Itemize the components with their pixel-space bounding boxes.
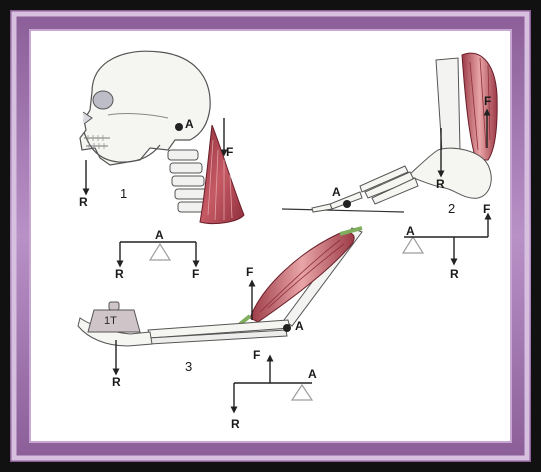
figure2-fulcrum-label: A <box>332 186 341 198</box>
figure3-weight-label: 1T <box>104 316 117 327</box>
figure2-resistance-label: R <box>436 178 445 190</box>
figure3-force-label: F <box>246 266 253 278</box>
figure3-scheme-resistance-label: R <box>231 418 240 430</box>
figure1-force-label: F <box>226 146 233 158</box>
figure1-scheme-force-label: F <box>192 268 199 280</box>
figure1-scheme-fulcrum-label: A <box>155 229 164 241</box>
figure3-number: 3 <box>185 360 192 373</box>
figure2-number: 2 <box>448 202 455 215</box>
figure2-scheme-fulcrum-label: A <box>406 225 415 237</box>
figure3-scheme-force-label: F <box>253 349 260 361</box>
figure3-scheme-fulcrum-label: A <box>308 368 317 380</box>
figure1-scheme-resistance-label: R <box>115 268 124 280</box>
figure3-resistance-label: R <box>112 376 121 388</box>
figure2-scheme-resistance-label: R <box>450 268 459 280</box>
figure1-resistance-label: R <box>79 196 88 208</box>
figure3-fulcrum-label: A <box>295 320 304 332</box>
figure1-number: 1 <box>120 187 127 200</box>
figure1-fulcrum-label: A <box>185 118 194 130</box>
figure2-force-label: F <box>484 95 491 107</box>
figure2-scheme-force-label: F <box>483 203 490 215</box>
